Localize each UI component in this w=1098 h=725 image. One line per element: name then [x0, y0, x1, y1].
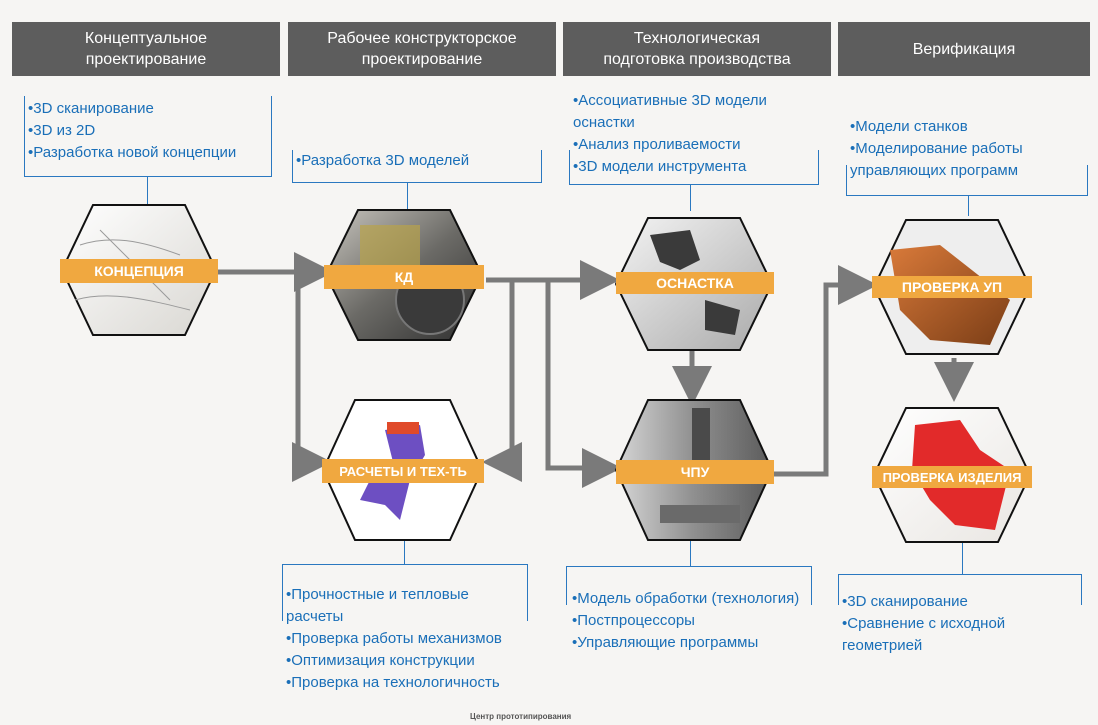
concept-label: КОНЦЕПЦИЯ: [94, 263, 184, 279]
product-connector: [962, 540, 963, 574]
tooling-banner: [616, 272, 774, 294]
kd-part-detail: [360, 225, 420, 265]
stage-header-concept: Концептуальное проектирование: [12, 22, 280, 76]
bullet: •Проверка на технологичность: [286, 674, 500, 691]
cnc-table: [660, 505, 740, 523]
stage-header-tech: Технологическая подготовка производства: [563, 22, 831, 76]
bullet: •Проверка работы механизмов: [286, 630, 502, 647]
verify-bullets: •Модели станков •Моделирование работы уп…: [850, 116, 1023, 182]
tech-bullets: •Ассоциативные 3D модели оснастки •Анали…: [573, 90, 767, 178]
arrow-kd-to-calc-right: [482, 282, 522, 482]
arrow-branch-to-cnc: [545, 282, 622, 488]
calc-hot-zone: [387, 422, 419, 434]
node-check-product: ПРОВЕРКА ИЗДЕЛИЯ: [872, 407, 1032, 543]
verify-connector: [968, 196, 969, 216]
bullet: •3D модели инструмента: [573, 158, 747, 175]
footer-caption: Центр прототипирования: [470, 712, 572, 721]
node-kd: КД: [324, 209, 484, 341]
bullet: •Разработка 3D моделей: [296, 152, 470, 169]
product-bracket: [838, 574, 1082, 605]
cnc-banner: [616, 460, 774, 484]
bullet: •Анализ проливаемости: [573, 136, 741, 153]
check-product-banner: [872, 466, 1032, 488]
design-bullets: •Разработка 3D моделей: [296, 150, 469, 172]
flow-arrows: [212, 252, 974, 488]
design-connector: [407, 183, 408, 211]
stage-header-verify-label: Верификация: [912, 40, 1016, 58]
cnc-bullets: •Модель обработки (технология) •Постпроц…: [572, 588, 799, 654]
calc-banner: [322, 459, 484, 483]
bullet: •3D сканирование: [28, 100, 154, 117]
node-calc: РАСЧЕТЫ И ТЕХ-ТЬ: [321, 399, 484, 541]
bullet: •Постпроцессоры: [572, 612, 695, 629]
bullet: •Модель обработки (технология): [572, 590, 800, 607]
bullet: •Моделирование работы: [850, 140, 1023, 157]
bullet: •Ассоциативные 3D модели: [573, 92, 767, 109]
check-up-banner: [872, 276, 1032, 298]
check-up-label: ПРОВЕРКА УП: [902, 279, 1002, 295]
node-concept: КОНЦЕПЦИЯ: [60, 204, 218, 336]
calc-connector: [404, 540, 405, 564]
bullet: геометрией: [842, 637, 923, 654]
check-product-label: ПРОВЕРКА ИЗДЕЛИЯ: [883, 470, 1022, 485]
kd-label: КД: [395, 269, 414, 285]
bullet: •Сравнение с исходной: [842, 615, 1006, 632]
node-cnc: ЧПУ: [614, 399, 774, 541]
bullet: •Прочностные и тепловые: [286, 586, 469, 603]
tech-bracket: [569, 150, 819, 185]
cnc-connector: [690, 540, 691, 566]
concept-connector: [147, 177, 148, 205]
arrow-kd-to-calc-left: [292, 272, 332, 482]
bullet: •Оптимизация конструкции: [286, 652, 475, 669]
tech-connector: [690, 185, 691, 211]
bullet: •Модели станков: [850, 118, 968, 135]
stage-header-verify: Верификация: [838, 22, 1090, 76]
bullet: •Разработка новой концепции: [28, 144, 237, 161]
verify-bracket: [846, 165, 1088, 196]
product-bullets: •3D сканирование •Сравнение с исходной г…: [842, 591, 1005, 657]
calc-label: РАСЧЕТЫ И ТЕХ-ТЬ: [339, 464, 467, 479]
bullet: •3D сканирование: [842, 593, 968, 610]
concept-bracket: [24, 96, 272, 177]
arrow-cnc-to-check-up: [770, 265, 878, 477]
design-bracket: [292, 150, 542, 183]
bullet: •Управляющие программы: [572, 634, 759, 651]
calc-bracket: [282, 564, 528, 621]
concept-banner: [60, 259, 218, 283]
bullet: управляющих программ: [850, 162, 1019, 179]
cnc-label: ЧПУ: [681, 464, 710, 480]
stage-header-tech-label: Технологическая подготовка производства: [603, 30, 791, 68]
bullet: оснастки: [573, 114, 635, 131]
bullet: •3D из 2D: [28, 122, 96, 139]
node-check-up: ПРОВЕРКА УП: [872, 219, 1032, 355]
cnc-bracket: [566, 566, 812, 605]
bullet: расчеты: [286, 608, 344, 625]
stage-header-design: Рабочее конструкторское проектирование: [288, 22, 556, 76]
cnc-spindle: [692, 408, 710, 468]
kd-banner: [324, 265, 484, 289]
node-tooling: ОСНАСТКА: [614, 217, 774, 351]
concept-bullets: •3D сканирование •3D из 2D •Разработка н…: [28, 98, 236, 164]
stage-header-design-label: Рабочее конструкторское проектирование: [327, 30, 517, 68]
tooling-part-shape: [650, 230, 740, 335]
tooling-label: ОСНАСТКА: [656, 275, 734, 291]
calc-bullets: •Прочностные и тепловые расчеты •Проверк…: [286, 584, 502, 694]
stage-header-concept-label: Концептуальное проектирование: [84, 30, 208, 68]
